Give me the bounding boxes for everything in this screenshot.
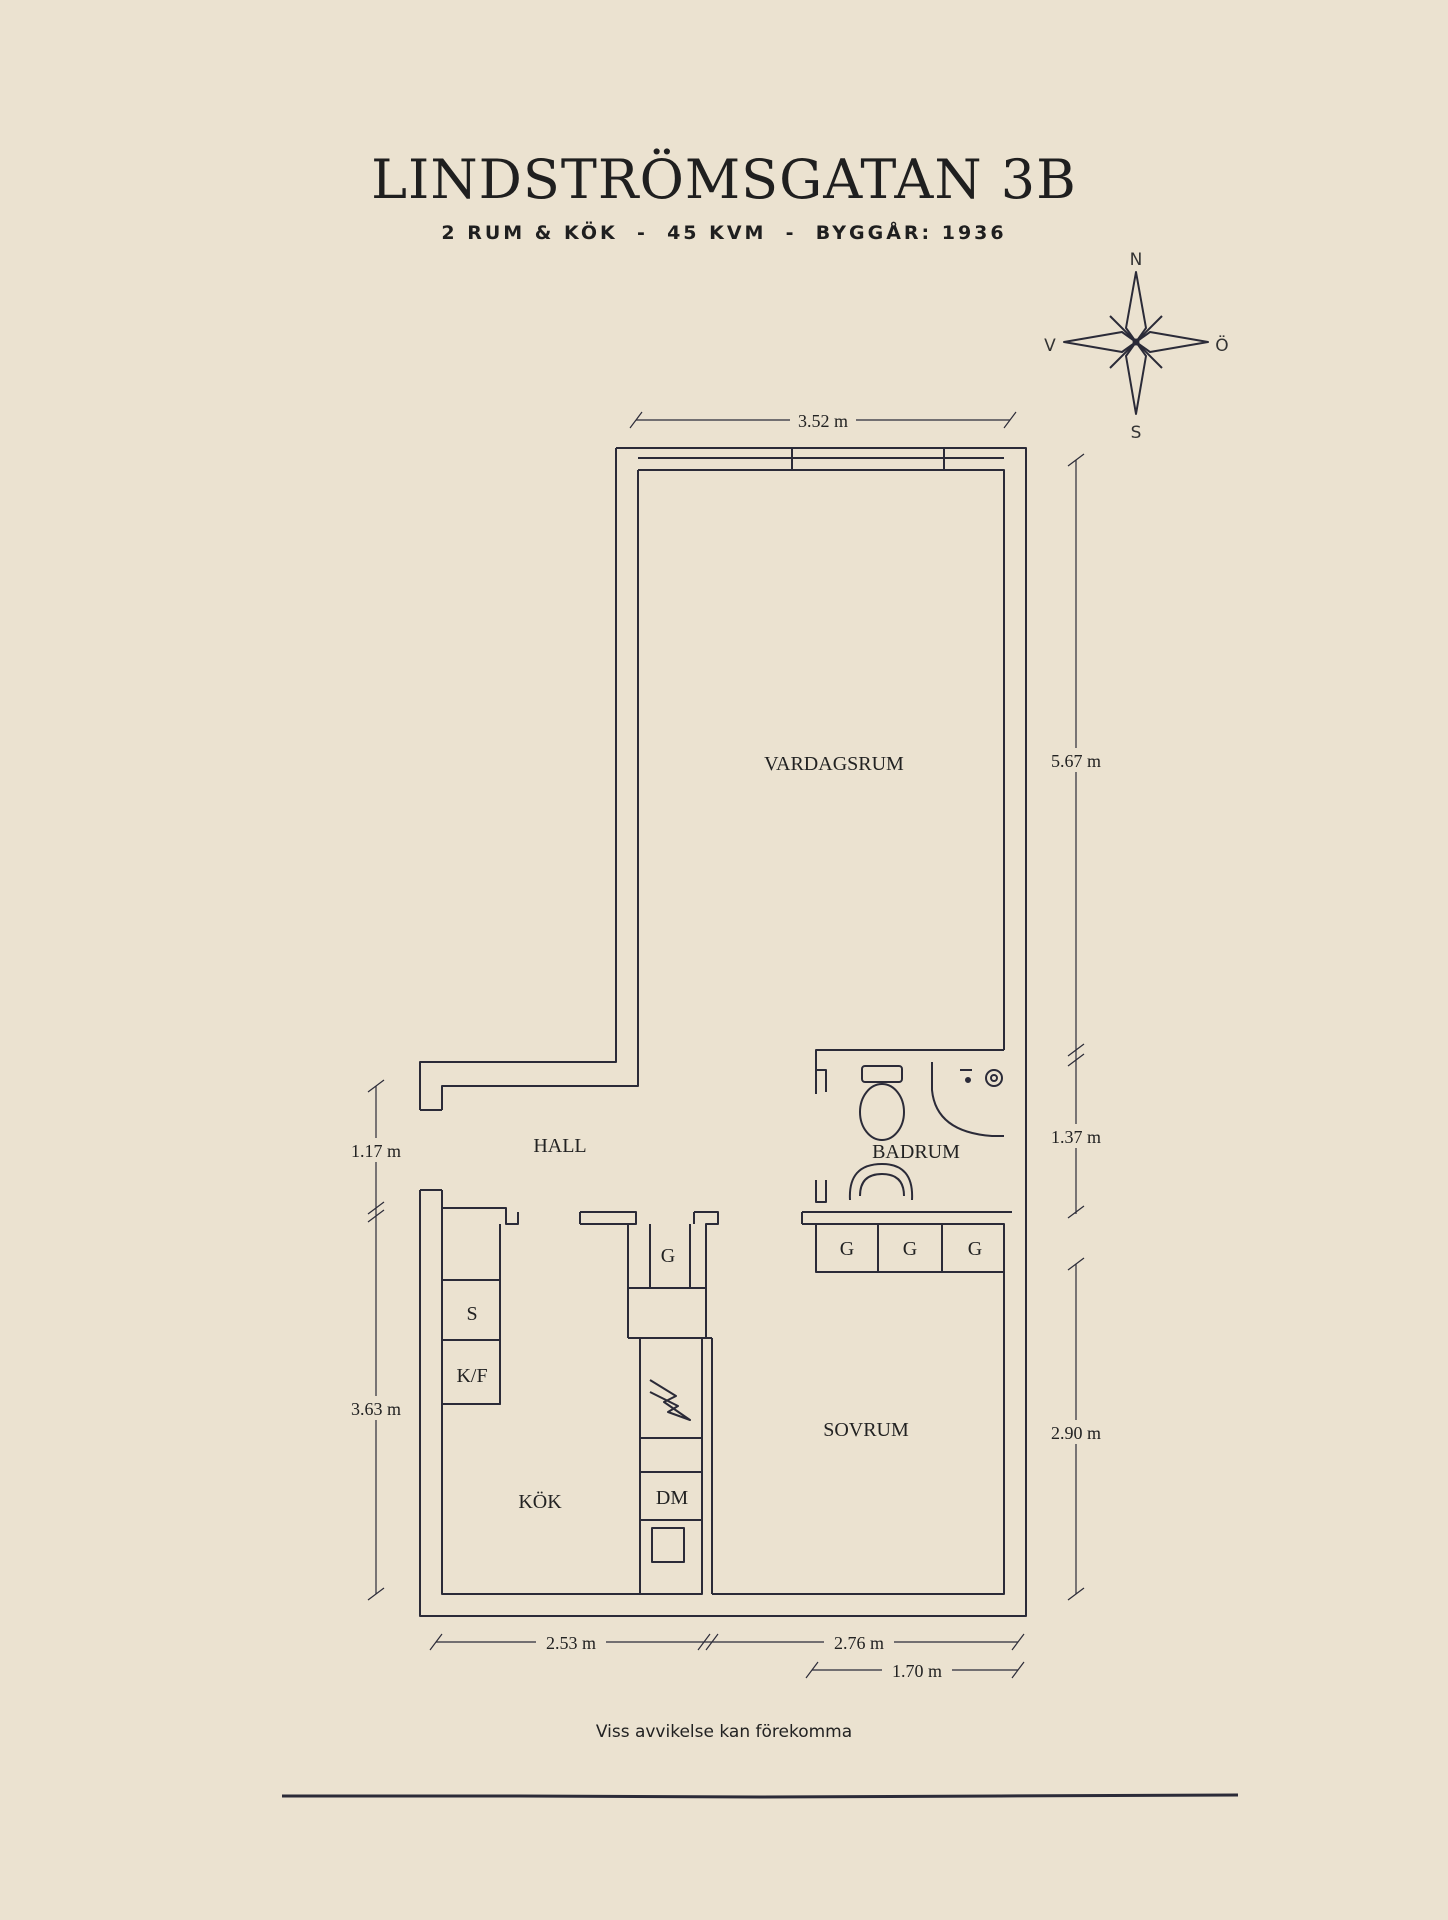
dimension-lines (367, 411, 1085, 1679)
room-label-badrum: BADRUM (872, 1141, 960, 1163)
room-label-hall: HALL (533, 1135, 586, 1157)
stove-label: S (466, 1303, 477, 1325)
room-label-vardagsrum: VARDAGSRUM (764, 753, 904, 775)
dimension-left-hall: 1.17 m (351, 1141, 401, 1161)
page-subtitle: 2 RUM & KÖK - 45 KVM - BYGGÅR: 1936 (441, 222, 1007, 244)
dimension-right-bed: 2.90 m (1051, 1423, 1101, 1443)
dishwasher-label: DM (656, 1487, 688, 1509)
outer-walls (419, 447, 1027, 1617)
closet-label: G (903, 1238, 917, 1260)
dimension-bottom-bed: 2.76 m (834, 1633, 884, 1653)
bathroom-fixtures (848, 1065, 1003, 1201)
page-title: LINDSTRÖMSGATAN 3B (371, 148, 1077, 211)
closet-label: G (840, 1238, 854, 1260)
room-label-kok: KÖK (518, 1490, 562, 1513)
compass-south-label: S (1131, 423, 1142, 443)
compass-rose-icon: N S V Ö (1044, 250, 1229, 443)
fridge-label: K/F (456, 1365, 487, 1387)
closet-label: G (968, 1238, 982, 1260)
compass-west-label: V (1044, 336, 1056, 356)
room-label-sovrum: SOVRUM (823, 1419, 909, 1441)
dimension-bottom-small: 1.70 m (892, 1661, 942, 1681)
kitchen-fixtures (441, 1279, 691, 1421)
disclaimer-note: Viss avvikelse kan förekomma (595, 1722, 853, 1742)
footer-divider (282, 1793, 1239, 1799)
compass-east-label: Ö (1215, 334, 1228, 356)
dimension-right-bath: 1.37 m (1051, 1127, 1101, 1147)
compass-north-label: N (1130, 250, 1143, 270)
dimension-top-width: 3.52 m (798, 411, 848, 431)
dimension-right-living: 5.67 m (1051, 751, 1101, 771)
closet-label: G (661, 1245, 675, 1267)
dimension-left-kitchen: 3.63 m (351, 1399, 401, 1419)
dimension-bottom-kitchen: 2.53 m (546, 1633, 596, 1653)
